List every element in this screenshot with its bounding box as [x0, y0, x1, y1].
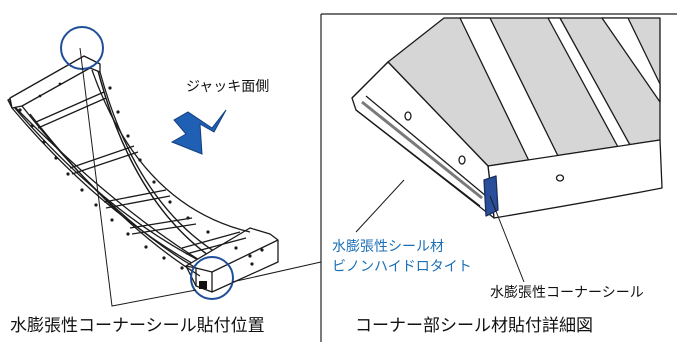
corner-seal-label: 水膨張性コーナーシール	[490, 285, 644, 301]
detail-leader-lines	[355, 179, 525, 283]
detail-panel-frame	[320, 13, 677, 342]
left-caption: 水膨張性コーナーシール貼付位置	[10, 316, 265, 336]
detail-front-face	[487, 139, 663, 219]
corner-seal-marker	[199, 281, 207, 289]
jack-face-label: ジャッキ面側	[186, 79, 270, 95]
seal-material-name: 水膨張性シール材	[332, 239, 444, 255]
segment-illustration	[7, 55, 279, 293]
detail-connector-line	[231, 261, 322, 283]
segment-bottom-flange	[185, 227, 279, 293]
detail-illustration	[351, 17, 663, 219]
position-leader-lines	[79, 47, 197, 307]
jack-arrow-icon	[170, 109, 227, 155]
seal-material-label: 水膨張性シール材 ビノンハイドロタイト	[332, 237, 472, 277]
seal-material-product: ビノンハイドロタイト	[332, 259, 472, 275]
top-corner-highlight	[60, 26, 104, 70]
bottom-corner-highlight	[190, 256, 234, 300]
corner-seal-block	[483, 175, 499, 217]
right-caption: コーナー部シール材貼付詳細図	[355, 316, 593, 336]
bolt-holes	[18, 82, 264, 270]
